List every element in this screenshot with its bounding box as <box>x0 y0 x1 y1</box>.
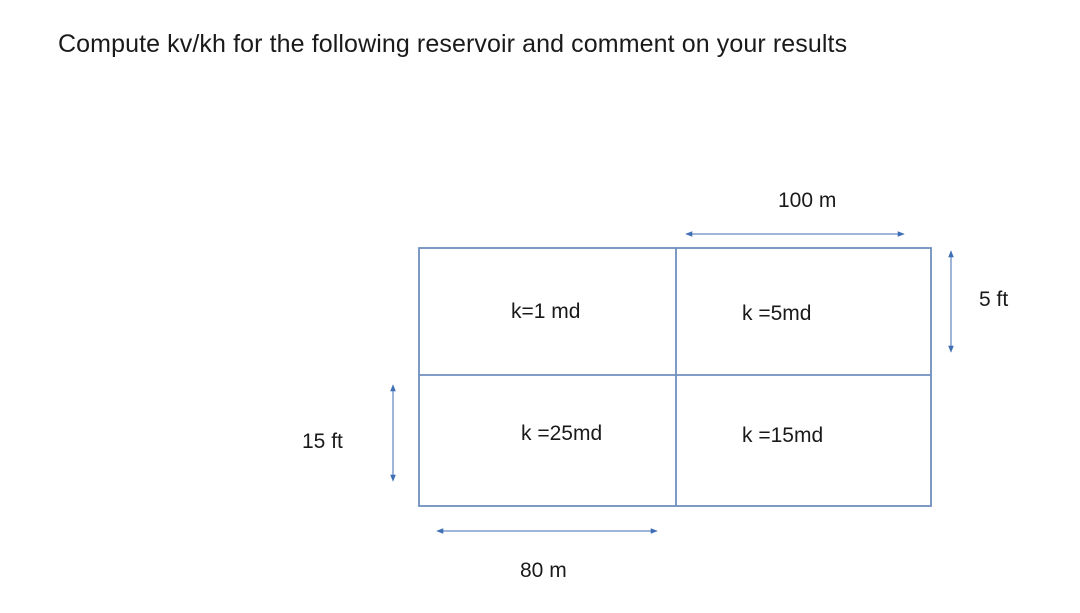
top-layer-thickness-label: 5 ft <box>979 288 1009 311</box>
cell-bottom-left-permeability: k =25md <box>521 422 603 445</box>
cell-top-left-permeability: k=1 md <box>511 300 581 323</box>
cell-bottom-right-permeability: k =15md <box>742 424 824 447</box>
reservoir-grid <box>418 247 932 507</box>
top-width-label: 100 m <box>778 189 837 212</box>
bottom-layer-thickness-label: 15 ft <box>302 430 343 453</box>
reservoir-outline <box>418 247 932 507</box>
question-text: Compute kv/kh for the following reservoi… <box>58 30 848 58</box>
cell-top-right-permeability: k =5md <box>742 302 812 325</box>
bottom-width-label: 80 m <box>520 559 567 582</box>
